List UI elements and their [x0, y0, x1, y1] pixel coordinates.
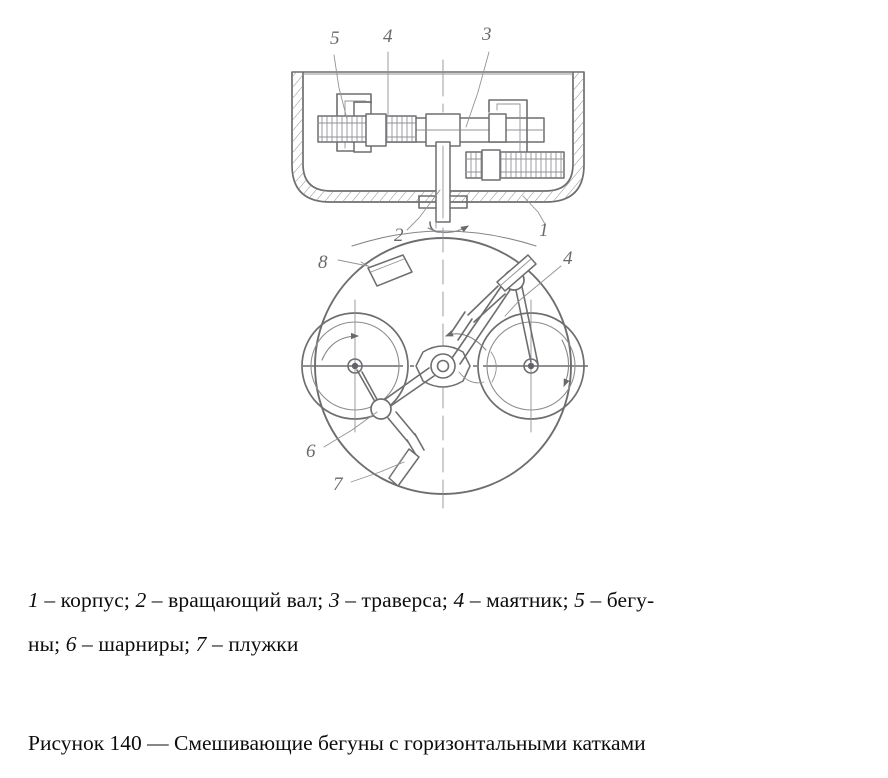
pan-bottom-arc [351, 230, 537, 247]
plan-view-group: 8 4 6 7 [301, 227, 588, 509]
callout-7: 7 [333, 474, 344, 495]
legend-line-2: ны; 6 – шарниры; 7 – плужки [28, 622, 864, 666]
legend-text-7: – плужки [206, 632, 299, 656]
center-hub-plan [415, 330, 497, 388]
plow-lower-left [387, 411, 425, 487]
callout-2: 2 [394, 225, 404, 246]
legend-num-2: 2 [135, 588, 147, 612]
callout-3: 3 [481, 24, 492, 45]
figure-caption: Рисунок 140 — Смешивающие бегуны с гориз… [28, 731, 646, 755]
legend-text-5: – бегу- [585, 588, 655, 612]
callout-5: 5 [330, 28, 340, 49]
left-roller-plan [301, 299, 409, 433]
left-roller-assembly [317, 93, 417, 153]
section-leader-lines [333, 51, 546, 231]
legend-text-5-cont: ны; [28, 632, 66, 656]
callout-4-plan: 4 [563, 248, 573, 269]
legend-text-2: – вращающий вал; [146, 588, 329, 612]
figure-svg: 5 4 3 2 1 [291, 24, 588, 509]
callout-4-top: 4 [383, 26, 393, 47]
plow-upper-right [450, 254, 537, 341]
legend-text-6: – шарниры; [76, 632, 196, 656]
callout-6: 6 [306, 441, 316, 462]
legend-num-4: 4 [453, 588, 465, 612]
legend-num-7: 7 [195, 632, 207, 656]
figure-illustration: 5 4 3 2 1 [291, 24, 588, 509]
section-view-group: 5 4 3 2 1 [291, 24, 585, 247]
right-roller-assembly [465, 99, 565, 181]
shaft-rotation-arrow [427, 225, 469, 234]
legend-num-1: 1 [28, 588, 39, 612]
legend-num-5: 5 [574, 588, 585, 612]
joint-lower-left [370, 398, 392, 420]
rotating-shaft [418, 141, 468, 233]
figure-legend: 1 – корпус; 2 – вращающий вал; 3 – траве… [28, 578, 864, 666]
legend-num-6: 6 [65, 632, 77, 656]
callout-1: 1 [539, 220, 549, 241]
scraper-blade [360, 254, 413, 287]
legend-text-3: – траверса; [339, 588, 454, 612]
right-roller-plan [477, 299, 585, 433]
pendulum-arms [356, 275, 539, 415]
legend-text-4: – маятник; [464, 588, 575, 612]
legend-line-1: 1 – корпус; 2 – вращающий вал; 3 – траве… [28, 578, 864, 622]
callout-8: 8 [318, 252, 328, 273]
legend-text-1: – корпус; [38, 588, 136, 612]
plan-leader-lines [323, 259, 562, 483]
legend-num-3: 3 [328, 588, 340, 612]
